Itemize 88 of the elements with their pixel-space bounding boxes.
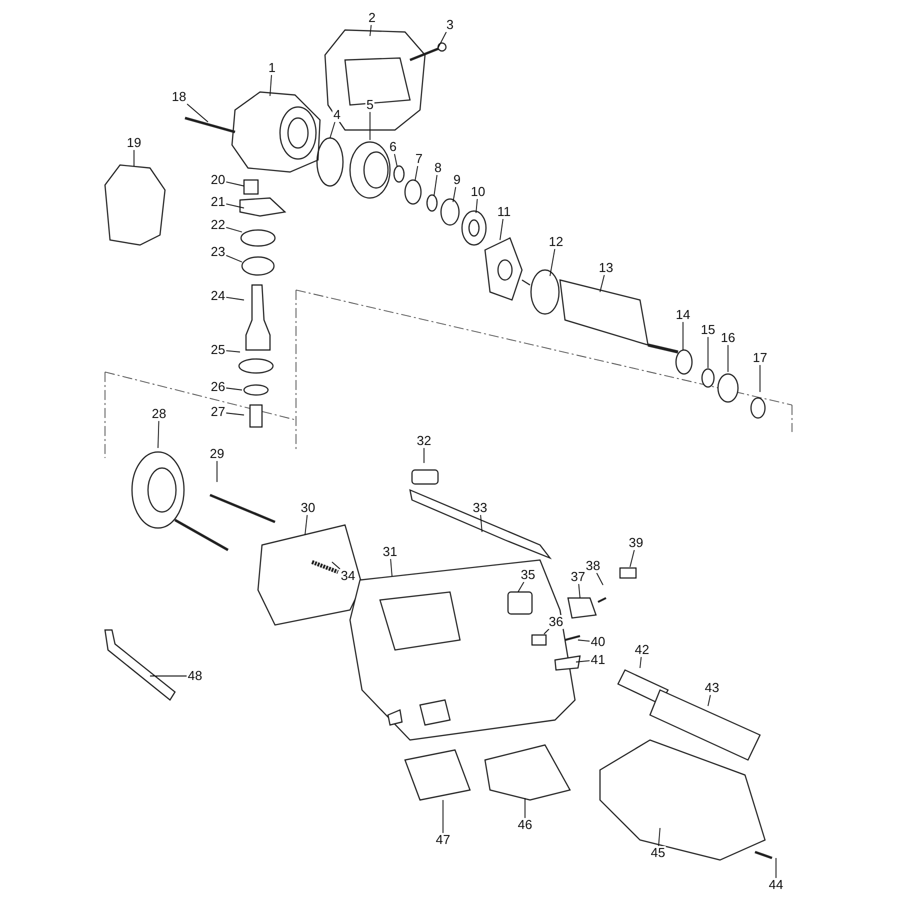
leader-line [596, 572, 604, 586]
leader-line [216, 460, 218, 482]
callout-number: 17 [752, 351, 768, 365]
callout-number: 27 [210, 405, 226, 419]
leader-line [708, 694, 711, 706]
callout-number: 34 [340, 569, 356, 583]
leader-line [438, 32, 447, 48]
leader-line [226, 350, 240, 352]
callout-number: 20 [210, 173, 226, 187]
leader-line [682, 322, 684, 350]
leader-line [226, 226, 242, 232]
callout-number: 48 [186, 669, 204, 683]
callout-number: 4 [332, 108, 342, 122]
callout-number: 38 [584, 559, 602, 573]
callout-number: 44 [768, 878, 784, 892]
callout-number: 19 [126, 136, 142, 150]
leader-line [390, 558, 392, 576]
leader-line [394, 154, 398, 166]
callout-number: 22 [210, 218, 226, 232]
leader-line [304, 514, 308, 536]
leader-line [452, 186, 456, 202]
callout-number: 29 [208, 447, 226, 461]
callout-number: 25 [210, 343, 226, 357]
leader-line [158, 420, 160, 448]
leader-line [658, 828, 660, 846]
callout-number: 9 [452, 173, 462, 187]
callout-number: 37 [570, 570, 586, 584]
callout-number: 11 [496, 205, 512, 219]
callout-number: 39 [628, 536, 644, 550]
callout-number: 2 [367, 11, 377, 25]
callout-number: 23 [210, 245, 226, 259]
callout-number: 33 [472, 501, 488, 515]
leader-line [640, 656, 642, 668]
leader-line [226, 388, 242, 390]
callout-number: 10 [470, 185, 486, 199]
leader-line [330, 122, 336, 138]
leader-line [434, 174, 438, 196]
callout-number: 41 [590, 653, 606, 667]
callout-number: 46 [516, 818, 534, 832]
callout-number: 42 [634, 643, 650, 657]
leader-line [480, 514, 482, 532]
callout-number: 47 [434, 833, 452, 847]
callout-number: 43 [704, 681, 720, 695]
leader-line [500, 218, 504, 240]
callout-number: 36 [548, 615, 564, 629]
leader-line [578, 640, 590, 642]
callout-number: 5 [365, 98, 375, 112]
leader-line [476, 198, 478, 214]
callout-number: 24 [210, 289, 226, 303]
callout-number: 35 [520, 568, 536, 582]
leader-line [576, 660, 590, 662]
callout-number: 45 [650, 846, 666, 860]
callout-number: 15 [700, 323, 716, 337]
callout-number: 3 [445, 18, 455, 32]
callout-number: 1 [267, 61, 277, 75]
leader-line [226, 181, 244, 186]
callout-number: 28 [150, 407, 168, 421]
callout-number: 13 [598, 261, 614, 275]
leader-line [442, 800, 444, 834]
leader-line [226, 296, 244, 300]
leader-line [226, 412, 244, 416]
leader-line [414, 166, 418, 182]
leader-line [226, 203, 244, 208]
callout-number: 16 [720, 331, 736, 345]
leader-line [270, 74, 272, 96]
leader-line [630, 550, 635, 568]
callout-number: 40 [590, 635, 606, 649]
callout-number: 21 [210, 195, 226, 209]
leader-line [226, 254, 242, 262]
leader-line [600, 274, 605, 292]
callout-number: 26 [210, 380, 226, 394]
callout-number: 30 [300, 501, 316, 515]
callout-number: 7 [414, 152, 424, 166]
callout-number: 8 [433, 161, 443, 175]
callout-number: 32 [416, 434, 432, 448]
leader-line [370, 24, 372, 36]
callout-number: 18 [170, 90, 188, 104]
callout-number: 14 [674, 308, 692, 322]
leader-line [578, 584, 580, 598]
callout-number: 31 [382, 545, 398, 559]
leader-line [544, 628, 550, 634]
leader-line [518, 582, 524, 592]
leader-line [524, 798, 526, 818]
callout-number: 12 [548, 235, 564, 249]
leader-line [332, 562, 340, 570]
callout-number: 6 [388, 140, 398, 154]
leader-line [550, 248, 556, 276]
leader-line [186, 104, 208, 122]
